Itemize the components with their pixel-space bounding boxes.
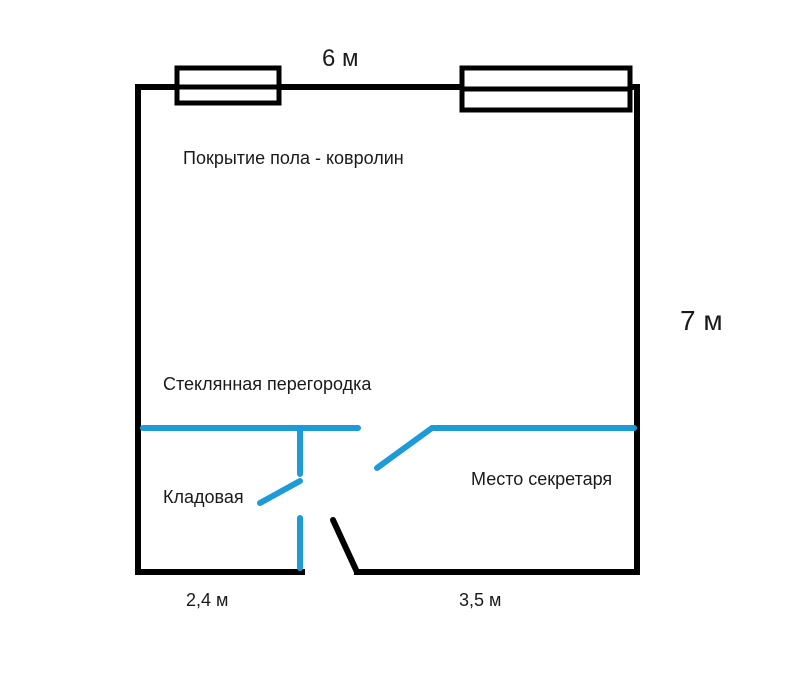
secretary-door bbox=[374, 425, 435, 471]
dimension-bottom-left: 2,4 м bbox=[186, 590, 229, 610]
dimension-right: 7 м bbox=[680, 305, 723, 336]
storage-room-label: Кладовая bbox=[163, 487, 244, 507]
glass-partitions bbox=[140, 425, 637, 571]
storage-door bbox=[257, 478, 303, 506]
dimension-top: 6 м bbox=[322, 45, 359, 72]
entrance-door bbox=[330, 517, 360, 575]
floor-covering-label: Покрытие пола - ковролин bbox=[183, 148, 404, 168]
secretary-area-label: Место секретаря bbox=[471, 469, 613, 489]
glass-partition-label: Стеклянная перегородка bbox=[163, 374, 372, 394]
dimension-bottom-right: 3,5 м bbox=[459, 590, 502, 610]
